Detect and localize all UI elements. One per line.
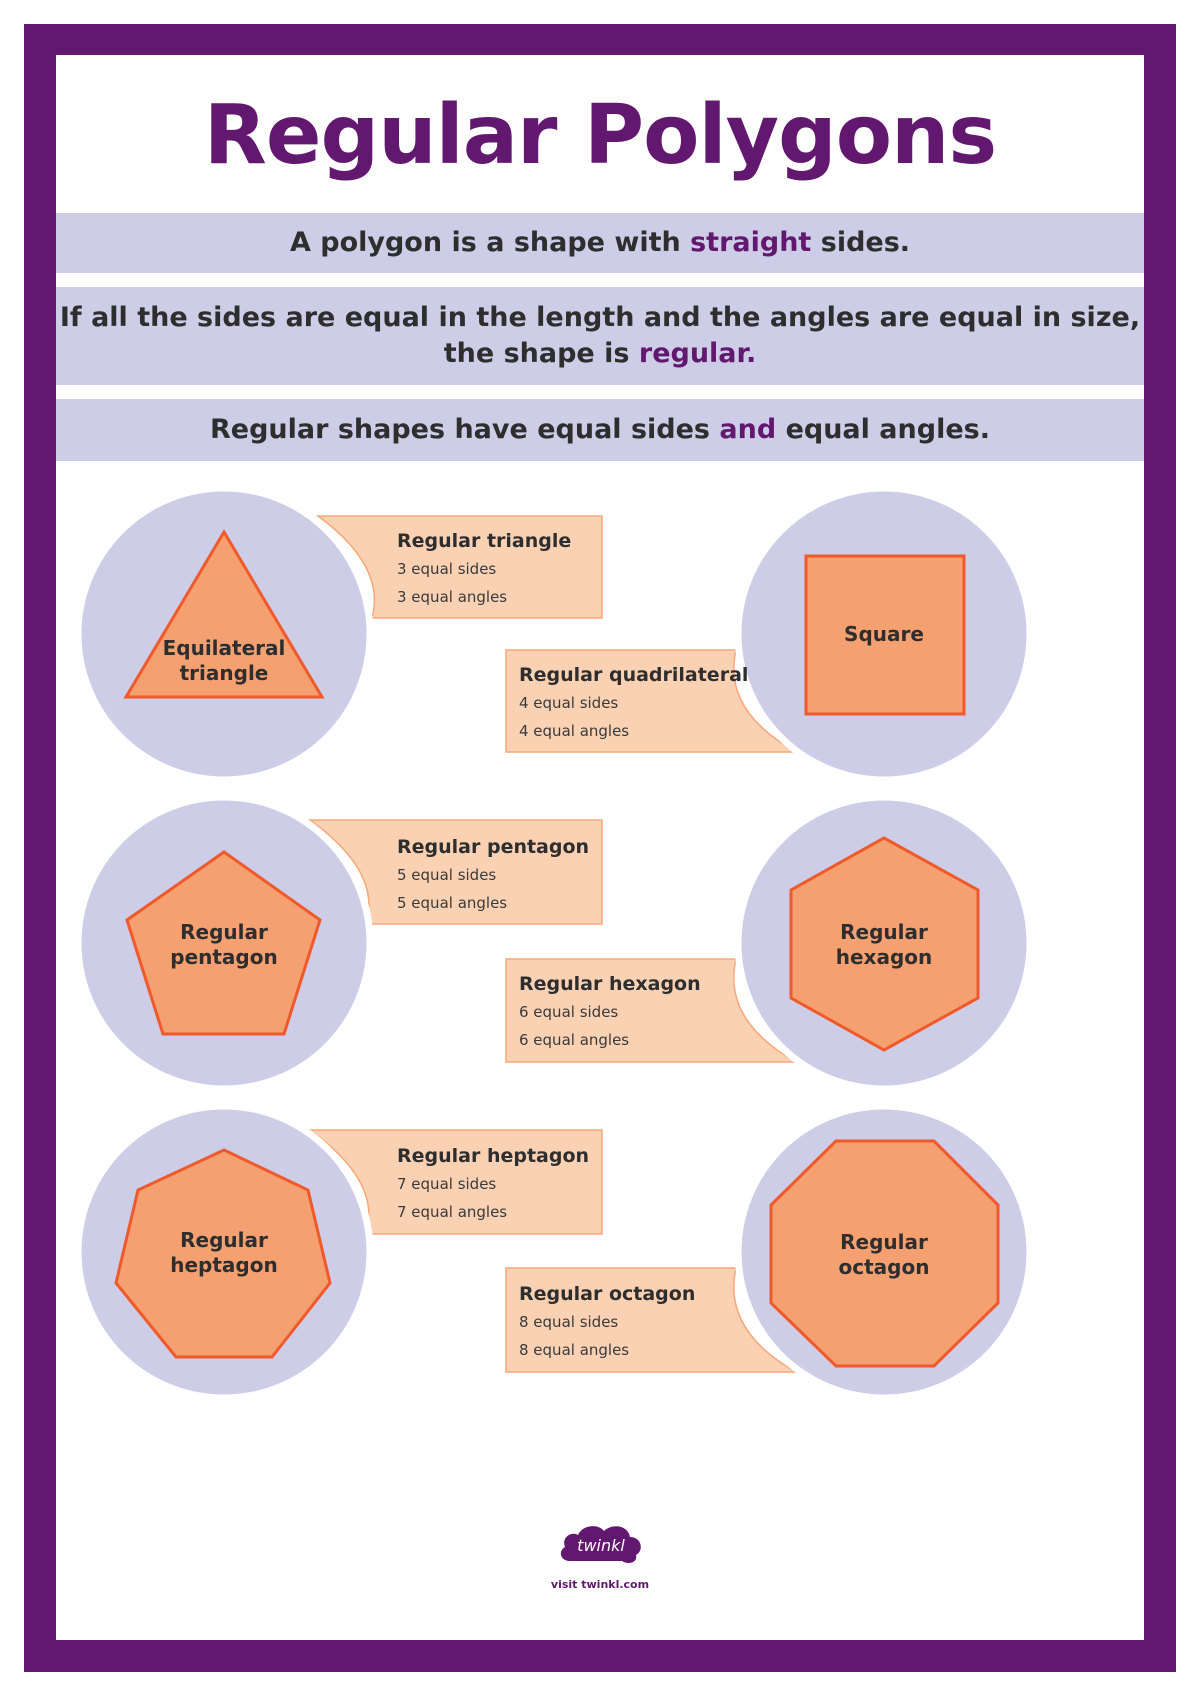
info-card-triangle: Regular triangle 3 equal sides 3 equal a…: [397, 530, 572, 606]
heptagon-icon: [114, 1148, 332, 1359]
cloud-icon: [560, 1526, 641, 1563]
card-bg-triangle: [315, 515, 603, 619]
info-card-heptagon: Regular heptagon 7 equal sides 7 equal a…: [397, 1145, 590, 1221]
definition-band-equal: Regular shapes have equal sides and equa…: [56, 399, 1144, 461]
triangle-icon: [123, 529, 325, 699]
footer-link[interactable]: visit twinkl.com: [550, 1578, 650, 1591]
pentagon-icon: [125, 850, 322, 1036]
info-card-quadrilateral: Regular quadrilateral 4 equal sides 4 eq…: [519, 664, 749, 740]
highlight-regular: regular.: [638, 338, 757, 369]
info-card-pentagon: Regular pentagon 5 equal sides 5 equal a…: [397, 836, 590, 912]
logo-text: twinkl: [577, 1536, 625, 1555]
highlight-and: and: [719, 413, 777, 445]
card-bg-heptagon: [307, 1129, 603, 1235]
card-bg-pentagon: [307, 819, 603, 925]
shape-label-square: Square: [844, 622, 924, 646]
definition-band-straight: A polygon is a shape with straight sides…: [56, 213, 1144, 273]
hexagon-icon: [789, 836, 980, 1052]
definition-band-regular: If all the sides are equal in the length…: [56, 287, 1144, 385]
octagon-icon: [769, 1139, 1000, 1368]
info-card-hexagon: Regular hexagon 6 equal sides 6 equal an…: [519, 973, 701, 1049]
highlight-straight: straight: [690, 226, 812, 258]
twinkl-logo[interactable]: twinkl: [558, 1521, 644, 1567]
square-icon: [804, 554, 966, 716]
page-title: Regular Polygons: [203, 88, 997, 183]
info-card-octagon: Regular octagon 8 equal sides 8 equal an…: [519, 1283, 696, 1359]
